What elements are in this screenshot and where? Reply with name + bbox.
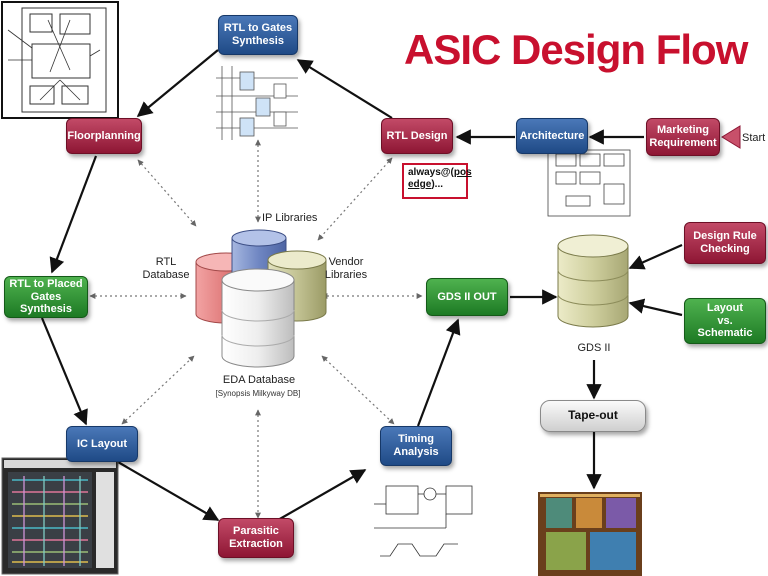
gds-ii-cylinder [557,234,629,328]
ip-libraries-label: IP Libraries [262,212,318,224]
marketing-requirement-node[interactable]: Marketing Requirement [646,118,720,156]
rtl-database-label: RTL Database [142,256,190,281]
rtl-design-node[interactable]: RTL Design [381,118,453,154]
rtl-to-placed-gates-synthesis-node[interactable]: RTL to Placed Gates Synthesis [4,276,88,318]
timing-diagram-image [374,485,473,557]
rtl-code-snippet: always@(pos edge)... [402,163,472,199]
eda-database-label: EDA Database [222,374,296,386]
architecture-node[interactable]: Architecture [516,118,588,154]
gds-ii-label: GDS II [577,342,611,354]
die-photo-image [538,492,642,576]
flow-arrows [40,49,683,521]
floorplan-sketch-image [1,1,119,119]
start-pointer-icon [721,125,741,149]
architecture-block-image [547,149,631,217]
database-links [89,139,423,519]
gate-schematic-image [216,66,298,140]
code-line-1-underlined: pos [453,167,472,178]
gds-ii-out-node[interactable]: GDS II OUT [426,278,508,316]
ic-layout-image [1,457,119,575]
page-title: ASIC Design Flow [404,26,748,73]
floorplanning-node[interactable]: Floorplanning [66,118,142,154]
rtl-to-gates-synthesis-node[interactable]: RTL to Gates Synthesis [218,15,298,55]
ic-layout-node[interactable]: IC Layout [66,426,138,462]
code-line-2: )... [431,179,444,190]
code-line-1: always@( [408,167,454,178]
layout-vs-schematic-node[interactable]: Layout vs. Schematic [684,298,766,344]
vendor-libraries-label: Vendor Libraries [324,256,368,281]
timing-analysis-node[interactable]: Timing Analysis [380,426,452,466]
design-rule-checking-node[interactable]: Design Rule Checking [684,222,766,264]
tape-out-node[interactable]: Tape-out [540,400,646,432]
eda-database-sub-label: [Synopsis Milkyway DB] [215,389,301,398]
parasitic-extraction-node[interactable]: Parasitic Extraction [218,518,294,558]
code-line-2-underlined: edge [408,179,432,190]
eda-database-cylinder [221,268,295,368]
start-label: Start [742,132,766,144]
